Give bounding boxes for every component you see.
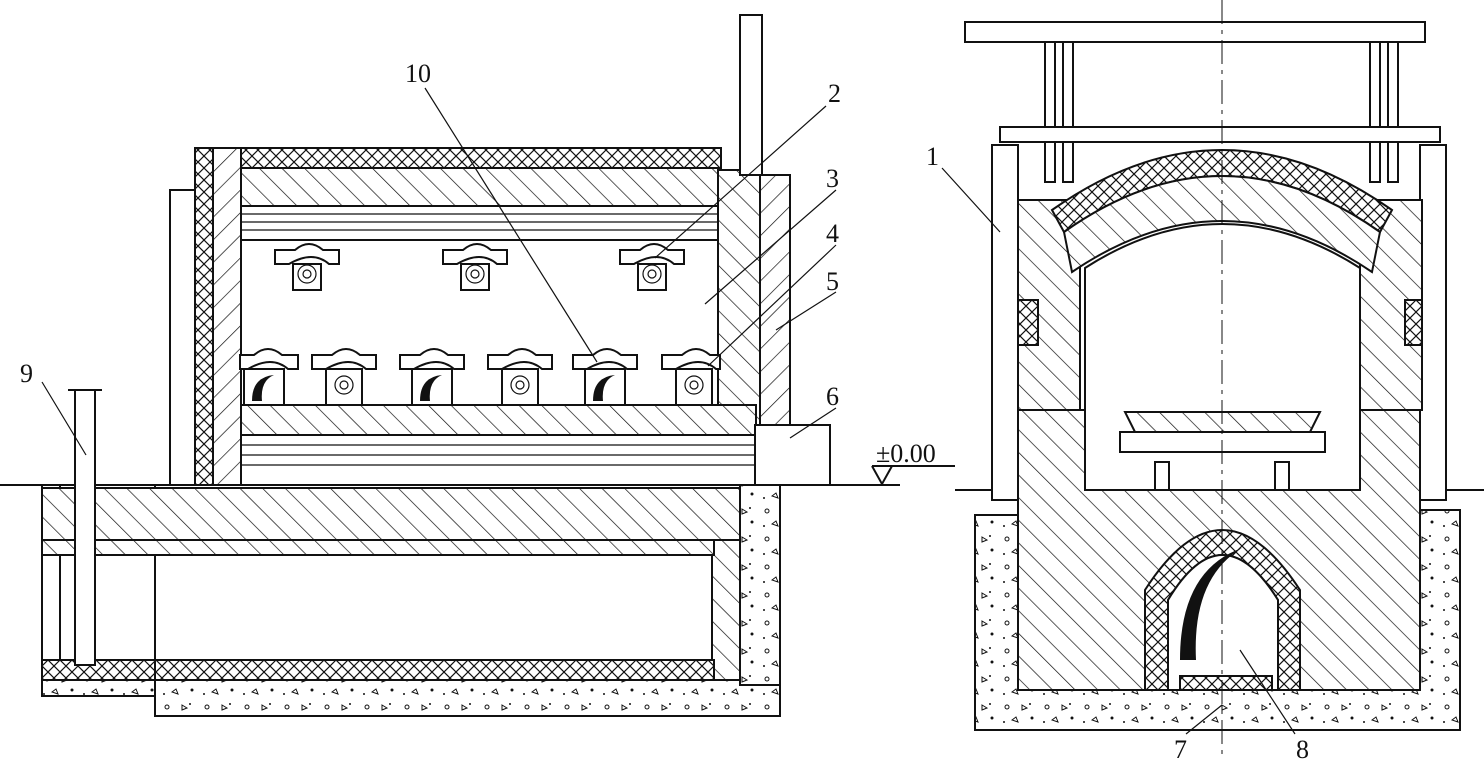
label-2: 2	[828, 79, 841, 108]
door-frame-5	[759, 174, 791, 426]
roof-layers	[240, 205, 722, 241]
door-rail-6	[754, 424, 831, 486]
hearth-base	[240, 434, 782, 486]
label-3: 3	[826, 164, 839, 193]
insulation-left	[194, 147, 214, 486]
chimney-pipe-9	[74, 389, 96, 666]
flue-bottom-concrete	[41, 679, 156, 697]
right-wall	[717, 169, 761, 426]
level-label: ±0.00	[876, 439, 936, 468]
hearth-slab	[41, 487, 741, 541]
underground-floor	[41, 659, 715, 681]
top-frame-plate	[964, 21, 1426, 43]
label-6: 6	[826, 382, 839, 411]
label-5: 5	[826, 267, 839, 296]
longitudinal-section	[0, 14, 955, 717]
callout-labels: 10 2 3 4 5 6 9 1 7 8 ±0.00	[20, 59, 1309, 764]
roof-refractory	[240, 167, 722, 207]
label-1: 1	[926, 142, 939, 171]
arch-roof-refractory	[1062, 175, 1382, 274]
foundation-side-concrete	[739, 484, 781, 686]
roof-insulation	[240, 147, 722, 169]
hearth-slab-lower	[41, 539, 715, 556]
label-10: 10	[405, 59, 431, 88]
label-4: 4	[826, 219, 839, 248]
second-frame-plate	[999, 126, 1441, 143]
steel-column-1-left	[991, 144, 1019, 501]
label-8: 8	[1296, 735, 1309, 764]
furnace-hearth	[240, 404, 757, 436]
level-mark	[871, 465, 955, 487]
flue-space	[59, 554, 713, 661]
label-9: 9	[20, 359, 33, 388]
refractory-left	[212, 147, 242, 486]
flue-stack	[739, 14, 763, 176]
lower-burner-row	[239, 348, 721, 406]
steel-column-right	[1419, 144, 1447, 501]
leader-lines	[41, 87, 1296, 735]
foundation-concrete-left	[154, 679, 781, 717]
label-7: 7	[1174, 735, 1187, 764]
outer-casing-left	[169, 189, 196, 486]
cross-section	[955, 0, 1484, 760]
upper-burner-row	[274, 243, 685, 291]
underground-wall-right	[711, 519, 741, 681]
